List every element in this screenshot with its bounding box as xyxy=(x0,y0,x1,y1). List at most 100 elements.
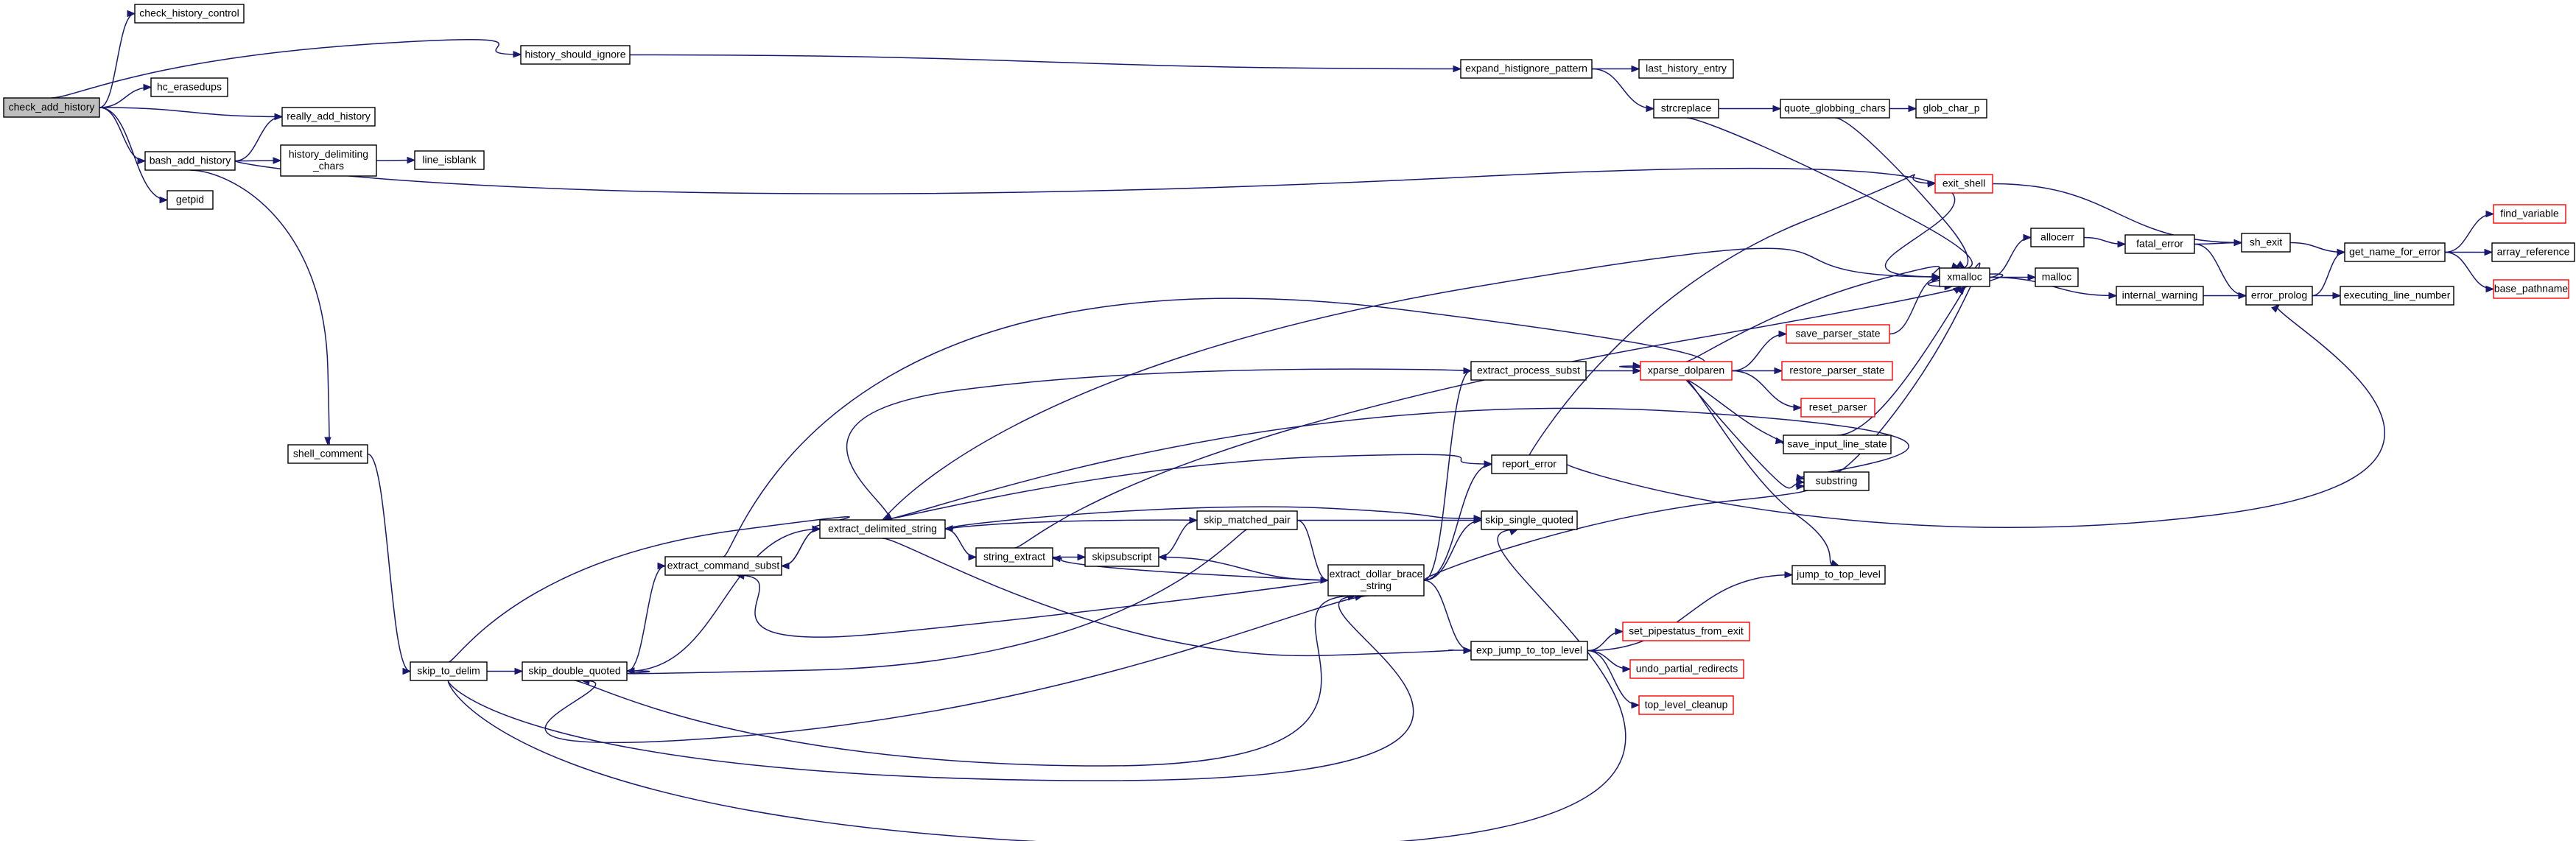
edge-line xyxy=(51,38,522,99)
edge-arrowhead xyxy=(2337,248,2346,256)
node-restore-parser-state[interactable]: restore_parser_state xyxy=(1781,361,1893,381)
edge-line xyxy=(448,515,850,663)
edge-arrowhead xyxy=(2238,292,2247,300)
node-quote-globbing-chars[interactable]: quote_globbing_chars xyxy=(1780,99,1890,119)
node-skipsubscript[interactable]: skipsubscript xyxy=(1084,547,1159,567)
node-skip-matched-pair[interactable]: skip_matched_pair xyxy=(1196,510,1298,530)
edge-extract_dollar_brace_string-to-skipsubscript xyxy=(1157,553,1329,581)
node-sh-exit[interactable]: sh_exit xyxy=(2241,233,2291,253)
edge-line xyxy=(1685,265,1940,362)
node-label: undo_partial_redirects xyxy=(1636,663,1738,675)
node-error-prolog[interactable]: error_prolog xyxy=(2245,286,2313,306)
node-box xyxy=(1640,361,1733,381)
node-top-level-cleanup[interactable]: top_level_cleanup xyxy=(1638,695,1734,715)
node-reset-parser[interactable]: reset_parser xyxy=(1800,398,1875,418)
node-internal-warning[interactable]: internal_warning xyxy=(2116,286,2204,306)
node-skip-to-delim[interactable]: skip_to_delim xyxy=(410,661,488,681)
edge-allocerr-to-fatal_error xyxy=(2083,236,2127,248)
node-bash-add-history[interactable]: bash_add_history xyxy=(144,151,236,171)
node-check-add-history[interactable]: check_add_history xyxy=(3,97,100,118)
node-save-parser-state[interactable]: save_parser_state xyxy=(1786,324,1890,344)
edge-arrowhead xyxy=(1908,105,1917,113)
node-exp-jump-to-top-level[interactable]: exp_jump_to_top_level xyxy=(1470,641,1588,661)
edge-arrowhead xyxy=(2117,240,2127,248)
node-skip-single-quoted[interactable]: skip_single_quoted xyxy=(1481,510,1578,530)
edge-arrowhead xyxy=(2023,233,2032,242)
edge-line xyxy=(882,247,1940,521)
edge-arrowhead xyxy=(1956,261,1966,269)
node-glob-char-p[interactable]: glob_char_p xyxy=(1915,99,1987,119)
node-label: set_pipestatus_from_exit xyxy=(1629,625,1744,637)
node-string-extract[interactable]: string_extract xyxy=(975,547,1053,567)
edge-arrowhead xyxy=(1484,460,1493,468)
node-label: check_history_control xyxy=(139,7,239,19)
edge-arrowhead xyxy=(127,10,136,18)
edge-arrowhead xyxy=(2485,285,2495,293)
node-label: executing_line_number xyxy=(2344,289,2451,301)
edge-line xyxy=(574,595,1356,767)
node-find-variable[interactable]: find_variable xyxy=(2493,204,2566,224)
node-last-history-entry[interactable]: last_history_entry xyxy=(1638,59,1734,79)
edge-arrowhead xyxy=(1157,553,1167,561)
edge-line xyxy=(626,529,1248,675)
edge-arrowhead xyxy=(1830,559,1840,566)
edge-line xyxy=(626,528,821,672)
node-label: _chars xyxy=(312,160,344,172)
node-strcreplace[interactable]: strcreplace xyxy=(1653,99,1719,119)
edge-arrowhead xyxy=(2332,292,2342,300)
edge-extract_dollar_brace_string-to-skip_double_quoted xyxy=(544,594,1377,744)
node-report-error[interactable]: report_error xyxy=(1491,454,1568,474)
node-malloc[interactable]: malloc xyxy=(2035,267,2079,287)
node-box xyxy=(1622,622,1750,641)
node-extract-process-subst[interactable]: extract_process_subst xyxy=(1470,361,1587,381)
node-history-should-ignore[interactable]: history_should_ignore xyxy=(520,45,631,65)
node-exit-shell[interactable]: exit_shell xyxy=(1934,174,1993,194)
node-allocerr[interactable]: allocerr xyxy=(2030,228,2085,247)
edge-skip_matched_pair-to-extract_dollar_brace_string xyxy=(1296,519,1330,584)
edge-arrowhead xyxy=(1778,330,1788,338)
node-set-pipestatus-from-exit[interactable]: set_pipestatus_from_exit xyxy=(1622,622,1750,641)
node-really-add-history[interactable]: really_add_history xyxy=(281,107,376,127)
node-box xyxy=(134,4,245,24)
edge-check_add_history-to-bash_add_history xyxy=(99,107,147,165)
node-save-input-line-state[interactable]: save_input_line_state xyxy=(1783,434,1892,454)
node-label: malloc xyxy=(2042,271,2071,283)
node-history-delimiting-chars[interactable]: history_delimiting_chars xyxy=(280,144,377,177)
node-getpid[interactable]: getpid xyxy=(166,190,214,210)
edge-arrowhead xyxy=(1927,180,1937,188)
node-hc-erasedups[interactable]: hc_erasedups xyxy=(150,77,228,97)
node-expand-histignore-pattern[interactable]: expand_histignore_pattern xyxy=(1460,59,1593,79)
node-label: extract_dollar_brace xyxy=(1330,568,1423,580)
edge-expand_histignore_pattern-to-last_history_entry xyxy=(1592,65,1640,73)
node-array-reference[interactable]: array_reference xyxy=(2491,242,2575,262)
node-undo-partial-redirects[interactable]: undo_partial_redirects xyxy=(1629,659,1744,679)
node-substring[interactable]: substring xyxy=(1803,471,1870,491)
node-label: history_should_ignore xyxy=(525,49,626,60)
node-box xyxy=(2344,242,2446,262)
node-get-name-for-error[interactable]: get_name_for_error xyxy=(2344,242,2446,262)
node-xmalloc[interactable]: xmalloc xyxy=(1939,267,1990,287)
node-base-pathname[interactable]: base_pathname xyxy=(2493,279,2569,299)
edge-line xyxy=(1423,580,1472,652)
node-skip-double-quoted[interactable]: skip_double_quoted xyxy=(522,661,628,681)
node-extract-dollar-brace-string[interactable]: extract_dollar_brace_string xyxy=(1327,564,1425,597)
edge-arrowhead xyxy=(1796,478,1805,485)
node-executing-line-number[interactable]: executing_line_number xyxy=(2340,286,2454,306)
node-box xyxy=(2241,233,2291,253)
node-xparse-dolparen[interactable]: xparse_dolparen xyxy=(1640,361,1733,381)
node-shell-comment[interactable]: shell_comment xyxy=(287,444,368,464)
edge-line xyxy=(1423,463,1492,581)
node-check-history-control[interactable]: check_history_control xyxy=(134,4,245,24)
node-label: skipsubscript xyxy=(1092,551,1152,563)
node-label: last_history_entry xyxy=(1646,63,1727,74)
node-extract-command-subst[interactable]: extract_command_subst xyxy=(664,556,782,576)
node-box xyxy=(2245,286,2313,306)
nodes-layer: check_add_history check_history_controlhc… xyxy=(3,4,2575,715)
node-label: skip_to_delim xyxy=(417,665,480,677)
node-extract-delimited-string[interactable]: extract_delimited_string xyxy=(819,519,946,539)
node-jump-to-top-level[interactable]: jump_to_top_level xyxy=(1791,565,1886,585)
node-label: xparse_dolparen xyxy=(1648,365,1724,376)
node-fatal-error[interactable]: fatal_error xyxy=(2124,234,2195,254)
node-line-isblank[interactable]: line_isblank xyxy=(414,150,485,170)
edge-line xyxy=(944,528,977,558)
